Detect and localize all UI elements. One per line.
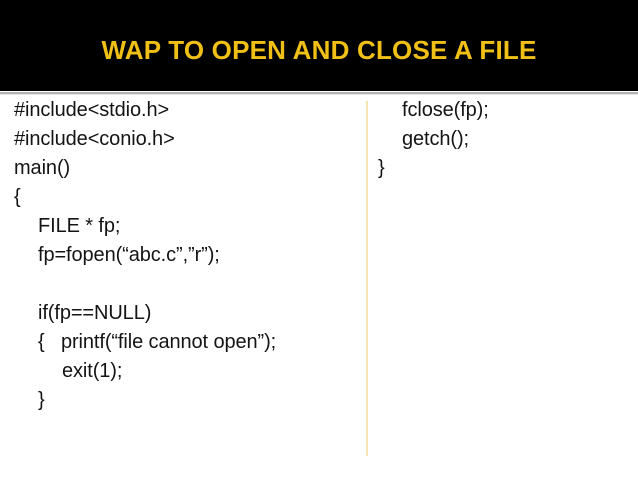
code-line: if(fp==NULL) (38, 302, 152, 324)
code-line: { (14, 186, 21, 208)
code-column-left: #include<stdio.h> #include<conio.h> main… (14, 96, 360, 415)
code-line: { printf(“file cannot open”); (38, 331, 277, 353)
code-line: #include<conio.h> (14, 128, 175, 150)
code-line: exit(1); (62, 360, 123, 382)
code-line: } (38, 389, 45, 411)
code-line: } (378, 157, 385, 179)
code-line: #include<stdio.h> (14, 99, 170, 121)
code-line-blank (14, 270, 360, 299)
code-column-right: fclose(fp); getch(); } (378, 96, 628, 183)
page-title: WAP TO OPEN AND CLOSE A FILE (101, 34, 537, 65)
code-line: FILE * fp; (38, 215, 121, 237)
title-divider-rule (0, 92, 638, 94)
title-divider-rule-light (0, 94, 638, 95)
code-body: #include<stdio.h> #include<conio.h> main… (0, 96, 638, 478)
code-line: main() (14, 157, 71, 179)
code-line: getch(); (402, 128, 470, 150)
title-banner: WAP TO OPEN AND CLOSE A FILE (0, 0, 638, 91)
code-line: fclose(fp); (402, 99, 489, 121)
column-divider (366, 101, 368, 456)
code-line: fp=fopen(“abc.c”,”r”); (38, 244, 220, 266)
